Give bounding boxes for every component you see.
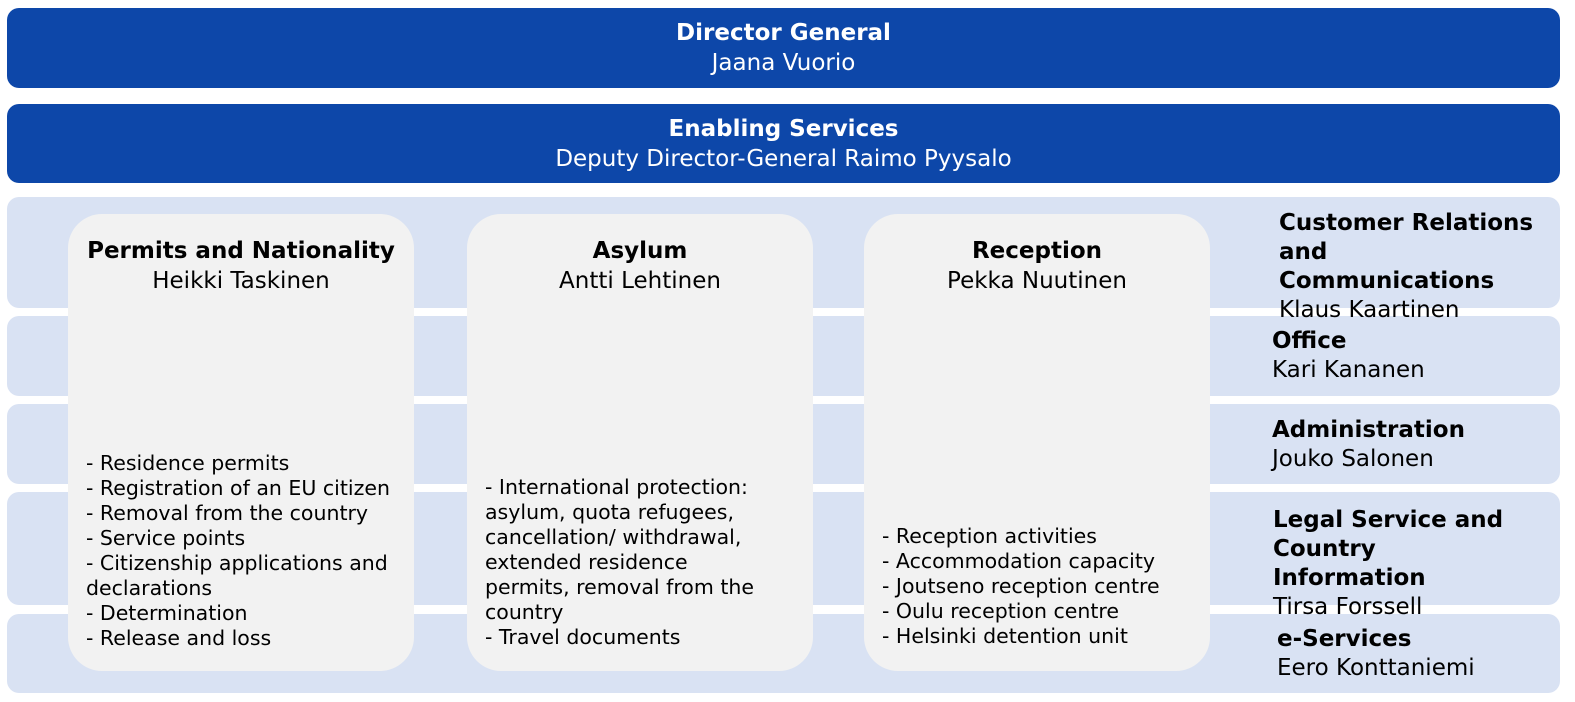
- director-general-name: Jaana Vuorio: [711, 50, 856, 76]
- list-item: - Determination: [86, 601, 248, 625]
- department-title: Asylum: [592, 238, 688, 264]
- department-asylum: Asylum Antti Lehtinen - International pr…: [467, 214, 813, 671]
- unit-title: Office: [1272, 328, 1347, 354]
- unit-e-services: e-Services Eero Konttaniemi: [1277, 625, 1475, 683]
- unit-head: Kari Kananen: [1272, 357, 1425, 383]
- list-item: - Service points: [86, 526, 246, 550]
- unit-head: Jouko Salonen: [1272, 446, 1434, 472]
- list-item: - International protection: asylum, quot…: [485, 475, 754, 624]
- unit-administration: Administration Jouko Salonen: [1272, 416, 1465, 474]
- unit-office: Office Kari Kananen: [1272, 327, 1425, 385]
- department-head: Antti Lehtinen: [559, 268, 721, 294]
- enabling-services-box: Enabling Services Deputy Director-Genera…: [7, 104, 1560, 183]
- list-item: - Accommodation capacity: [882, 549, 1156, 573]
- unit-head: Eero Konttaniemi: [1277, 655, 1475, 681]
- list-item: - Registration of an EU citizen: [86, 476, 390, 500]
- department-header: Permits and Nationality Heikki Taskinen: [68, 236, 414, 296]
- list-item: - Helsinki detention unit: [882, 624, 1128, 648]
- unit-customer-relations: Customer Relations and Communications Kl…: [1279, 209, 1549, 325]
- unit-head: Klaus Kaartinen: [1279, 297, 1460, 323]
- list-item: - Citizenship applications and declarati…: [86, 551, 388, 600]
- department-responsibilities: - Reception activities - Accommodation c…: [882, 524, 1192, 649]
- unit-title: Customer Relations and Communications: [1279, 210, 1534, 294]
- department-header: Asylum Antti Lehtinen: [467, 236, 813, 296]
- department-head: Heikki Taskinen: [152, 268, 330, 294]
- list-item: - Joutseno reception centre: [882, 574, 1160, 598]
- department-responsibilities: - Residence permits - Registration of an…: [86, 451, 396, 651]
- unit-head: Tirsa Forssell: [1273, 594, 1423, 620]
- unit-title: e-Services: [1277, 626, 1412, 652]
- enabling-services-title: Enabling Services: [668, 115, 899, 142]
- department-title: Permits and Nationality: [87, 238, 395, 264]
- list-item: - Residence permits: [86, 451, 290, 475]
- director-general-title: Director General: [676, 20, 891, 46]
- unit-title: Administration: [1272, 417, 1465, 443]
- enabling-services-name: Deputy Director-General Raimo Pyysalo: [555, 145, 1012, 172]
- director-general-box: Director General Jaana Vuorio: [7, 8, 1560, 88]
- department-permits-nationality: Permits and Nationality Heikki Taskinen …: [68, 214, 414, 671]
- list-item: - Oulu reception centre: [882, 599, 1120, 623]
- department-head: Pekka Nuutinen: [947, 268, 1127, 294]
- department-responsibilities: - International protection: asylum, quot…: [485, 475, 763, 650]
- unit-title: Legal Service and Country Information: [1273, 507, 1504, 591]
- list-item: - Removal from the country: [86, 501, 369, 525]
- list-item: - Travel documents: [485, 625, 681, 649]
- department-header: Reception Pekka Nuutinen: [864, 236, 1210, 296]
- unit-legal-service: Legal Service and Country Information Ti…: [1273, 506, 1533, 622]
- department-reception: Reception Pekka Nuutinen - Reception act…: [864, 214, 1210, 671]
- list-item: - Release and loss: [86, 626, 272, 650]
- list-item: - Reception activities: [882, 524, 1097, 548]
- department-title: Reception: [971, 238, 1103, 264]
